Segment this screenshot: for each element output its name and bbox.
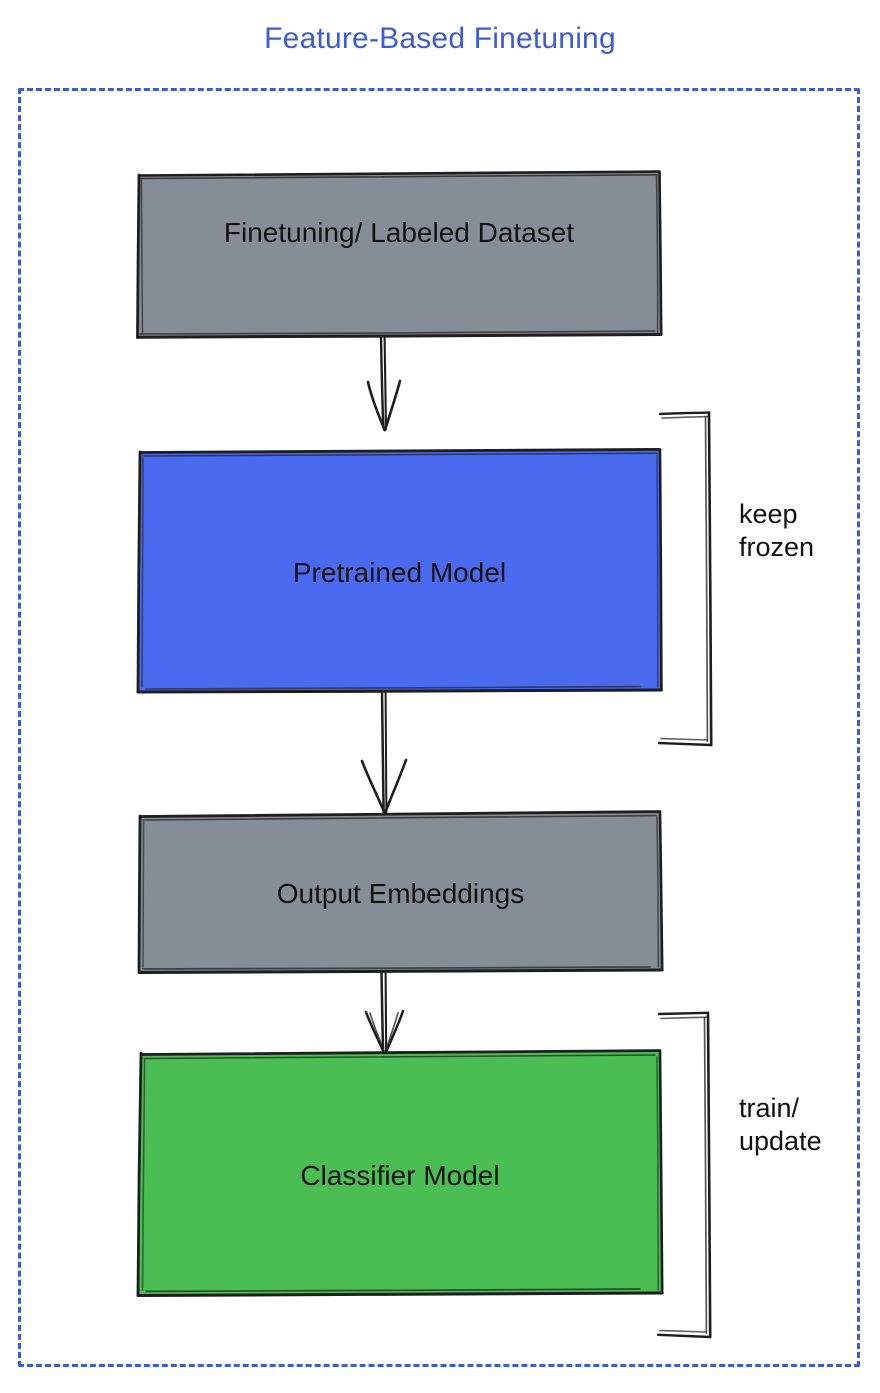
bracket-train-update: [656, 1011, 712, 1339]
node-pretrained-shape[interactable]: [136, 448, 663, 694]
node-classifier-label: Classifier Model: [300, 1160, 500, 1191]
node-classifier-shape[interactable]: [136, 1049, 664, 1297]
node-embeddings-shape[interactable]: [137, 810, 664, 974]
node-embeddings-label: Output Embeddings: [276, 878, 525, 909]
node-dataset[interactable]: Finetuning/ Labeled Dataset: [137, 172, 661, 337]
node-dataset-label: Finetuning/ Labeled Dataset: [223, 217, 575, 248]
node-pretrained-label: Pretrained Model: [292, 557, 507, 588]
annotation-train-update: train/ update: [739, 1093, 822, 1156]
page-title: Feature-Based Finetuning: [264, 22, 616, 55]
diagram-frame: [18, 88, 860, 1367]
node-classifier[interactable]: Classifier Model: [138, 1051, 662, 1295]
node-dataset-shape[interactable]: [136, 170, 663, 339]
node-pretrained[interactable]: Pretrained Model: [138, 450, 661, 692]
edge-dataset-pretrained-arrow: [366, 335, 402, 432]
node-embeddings[interactable]: Output Embeddings: [139, 812, 662, 972]
edge-embeddings-classifier-arrow: [364, 970, 405, 1056]
edge-pretrained-embeddings-arrow: [360, 690, 408, 815]
bracket-keep-frozen: [657, 411, 713, 747]
annotation-keep-frozen: keep frozen: [739, 499, 815, 562]
